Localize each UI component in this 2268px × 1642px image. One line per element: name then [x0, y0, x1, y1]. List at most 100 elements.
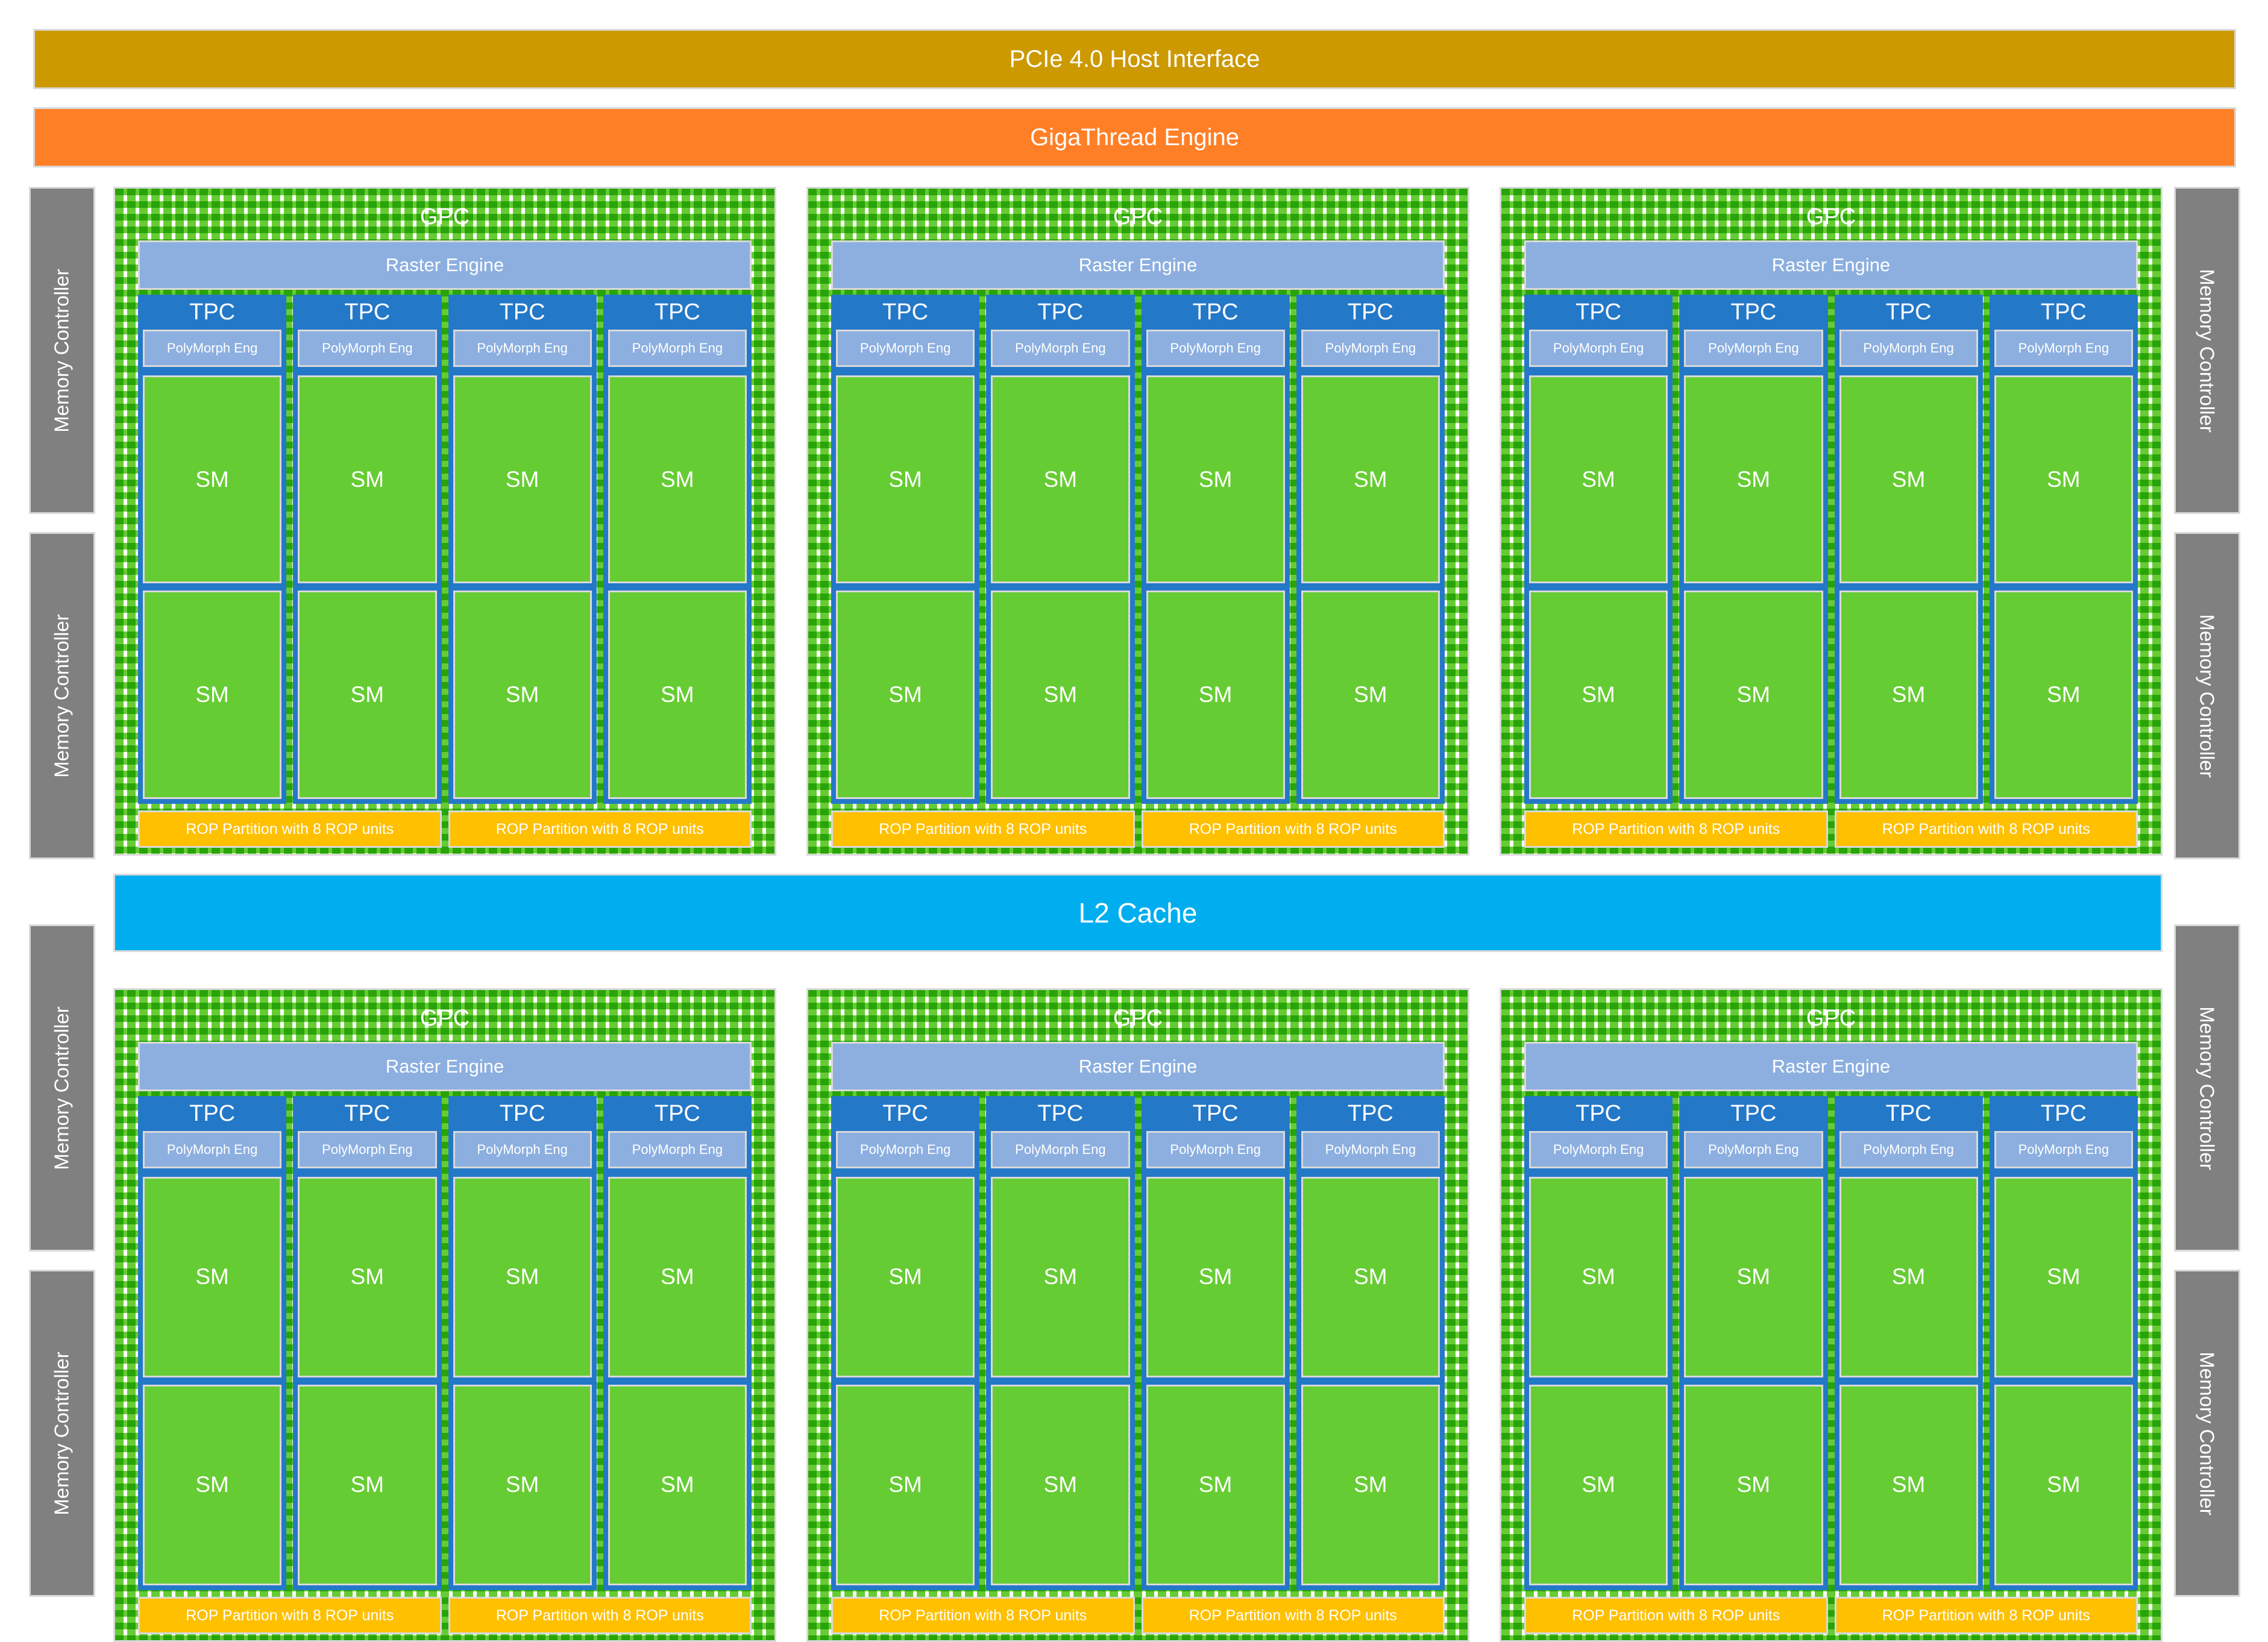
tpc-label: TPC — [1347, 299, 1393, 325]
tpc-label: TPC — [2040, 299, 2087, 325]
memory-controller-label: Memory Controller — [51, 1006, 73, 1170]
memory-controller-label: Memory Controller — [51, 268, 73, 433]
rop-partition-block: ROP Partition with 8 ROP units — [831, 1597, 1135, 1634]
sm-block: SM — [1146, 591, 1285, 800]
gpc-label: GPC — [419, 1006, 470, 1031]
rop-partition-block: ROP Partition with 8 ROP units — [448, 810, 752, 848]
sm-block: SM — [1146, 375, 1285, 584]
sm-block: SM — [1684, 1384, 1823, 1586]
raster-engine-block: Raster Engine — [831, 240, 1445, 290]
sm-block: SM — [1684, 591, 1823, 800]
sm-block: SM — [143, 591, 282, 800]
sm-block: SM — [608, 591, 747, 800]
memory-controller-label: Memory Controller — [2196, 268, 2219, 433]
memory-controller-label: Memory Controller — [2196, 1351, 2219, 1515]
gpc-label: GPC — [419, 204, 470, 230]
rop-partition-block: ROP Partition with 8 ROP units — [1524, 1597, 1828, 1634]
tpc-label: TPC — [344, 1101, 391, 1126]
sm-block: SM — [453, 1384, 592, 1586]
sm-block: SM — [453, 375, 592, 584]
sm-block: SM — [298, 1384, 437, 1586]
raster-engine-block: Raster Engine — [1524, 1042, 2138, 1091]
polymorph-engine-block: PolyMorph Eng — [1839, 329, 1978, 367]
sm-block: SM — [298, 591, 437, 800]
rop-partition-block: ROP Partition with 8 ROP units — [1141, 810, 1445, 848]
sm-block: SM — [836, 1384, 975, 1586]
memory-controller-right-1: Memory Controller — [2174, 187, 2240, 514]
tpc-label: TPC — [882, 1101, 929, 1126]
memory-controller-column-right: Memory Controller Memory Controller Memo… — [2174, 187, 2240, 1597]
tpc-label: TPC — [1347, 1101, 1393, 1126]
sm-block: SM — [608, 375, 747, 584]
tpc-label: TPC — [1730, 1101, 1777, 1126]
sm-block: SM — [453, 591, 592, 800]
memory-controller-left-4: Memory Controller — [29, 1270, 95, 1597]
gpc-label: GPC — [1113, 1006, 1163, 1031]
tpc-label: TPC — [1885, 299, 1932, 325]
sm-block: SM — [143, 1384, 282, 1586]
sm-block: SM — [1301, 1176, 1440, 1377]
gpc-label: GPC — [1113, 204, 1163, 230]
sm-block: SM — [1994, 1384, 2133, 1586]
tpc-label: TPC — [2040, 1101, 2087, 1126]
tpc-label: TPC — [1192, 299, 1239, 325]
rop-partition-block: ROP Partition with 8 ROP units — [138, 810, 442, 848]
polymorph-engine-block: PolyMorph Eng — [143, 329, 282, 367]
tpc-label: TPC — [499, 1101, 545, 1126]
sm-block: SM — [991, 375, 1130, 584]
sm-block: SM — [836, 1176, 975, 1377]
sm-block: SM — [1301, 1384, 1440, 1586]
polymorph-engine-block: PolyMorph Eng — [836, 1130, 975, 1168]
tpc-label: TPC — [344, 299, 391, 325]
rop-partition-block: ROP Partition with 8 ROP units — [1834, 810, 2138, 848]
sm-block: SM — [1839, 1176, 1978, 1377]
sm-block: SM — [1839, 1384, 1978, 1586]
sm-block: SM — [1684, 1176, 1823, 1377]
sm-block: SM — [1146, 1384, 1285, 1586]
polymorph-engine-block: PolyMorph Eng — [608, 1130, 747, 1168]
tpc-label: TPC — [1575, 1101, 1622, 1126]
rop-partition-block: ROP Partition with 8 ROP units — [1834, 1597, 2138, 1634]
pcie-host-interface-block: PCIe 4.0 Host Interface — [33, 29, 2236, 89]
polymorph-engine-block: PolyMorph Eng — [1684, 329, 1823, 367]
memory-controller-label: Memory Controller — [51, 1351, 73, 1515]
tpc-label: TPC — [1037, 299, 1084, 325]
sm-block: SM — [1301, 591, 1440, 800]
sm-block: SM — [1839, 375, 1978, 584]
gpc-label: GPC — [1806, 1006, 1856, 1031]
rop-partition-block: ROP Partition with 8 ROP units — [1141, 1597, 1445, 1634]
tpc-label: TPC — [189, 1101, 236, 1126]
sm-block: SM — [1529, 375, 1668, 584]
sm-block: SM — [1146, 1176, 1285, 1377]
raster-engine-block: Raster Engine — [831, 1042, 1445, 1091]
sm-block: SM — [1994, 591, 2133, 800]
l2-cache-block: L2 Cache — [113, 874, 2163, 952]
sm-block: SM — [608, 1176, 747, 1377]
tpc-label: TPC — [189, 299, 236, 325]
tpc-label: TPC — [1885, 1101, 1932, 1126]
sm-block: SM — [143, 1176, 282, 1377]
